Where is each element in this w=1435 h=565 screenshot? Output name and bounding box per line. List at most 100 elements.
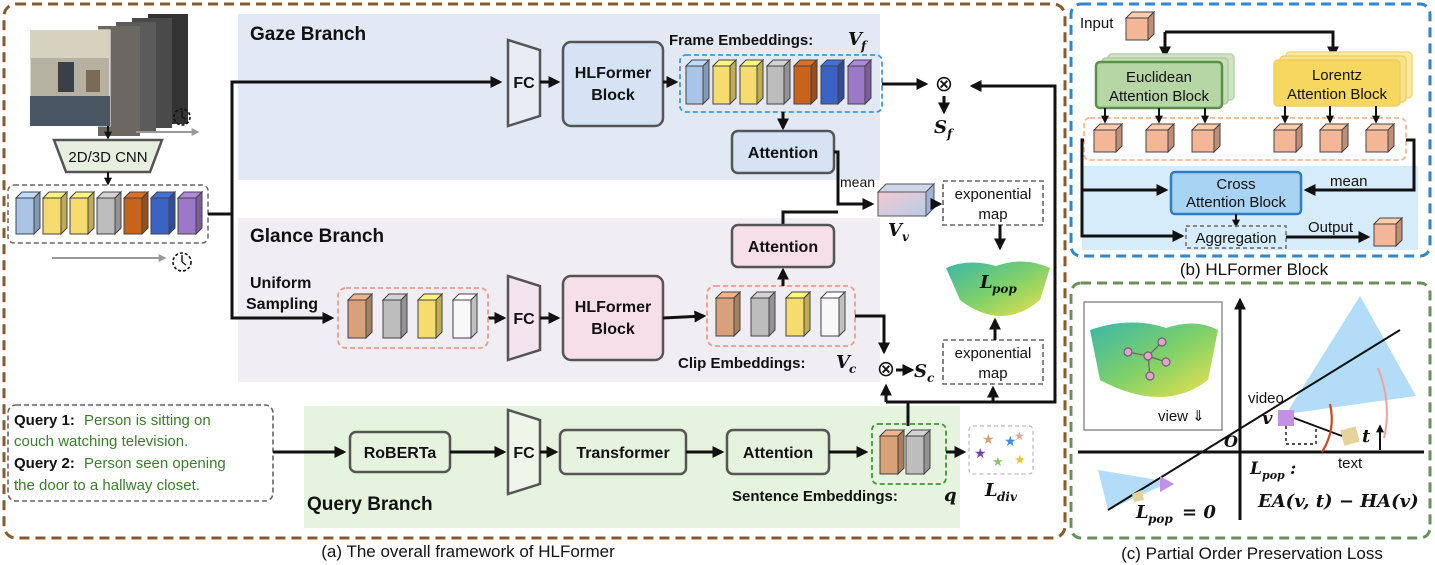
- ldiv-stars-box: [968, 425, 1034, 475]
- feature-cube: [14, 190, 42, 236]
- frame-embedding-cube: [684, 58, 711, 106]
- clock-icon: [172, 252, 192, 272]
- uniform-sampling-line2: Sampling: [246, 296, 318, 313]
- lpop-zero-eq: = 0: [1182, 502, 1216, 523]
- aggregation-label: Aggregation: [1196, 230, 1277, 247]
- lpop-surface: [946, 261, 1050, 316]
- clip-cube: [381, 292, 409, 340]
- cnn-block: [52, 138, 164, 174]
- line-lorentz-mean: [1303, 138, 1416, 196]
- cross-line2: Attention Block: [1186, 194, 1287, 211]
- glance-fc-label: FC: [513, 311, 535, 328]
- hyperbolic-angle-arc: [1321, 403, 1333, 453]
- glance-hlformer-line1: HLFormer: [575, 299, 651, 316]
- query-fc-label: FC: [513, 445, 535, 462]
- transformer-label: Transformer: [576, 445, 669, 462]
- lpop-colon-mark: :: [1290, 459, 1296, 479]
- cross-line1: Cross: [1216, 176, 1255, 193]
- origin-label: O: [1224, 432, 1238, 451]
- frame-embedding-cube: [738, 58, 765, 106]
- sym-q: q: [944, 485, 957, 506]
- roberta-label: RoBERTa: [364, 445, 437, 462]
- uniform-sampling-line1: Uniform: [250, 275, 311, 292]
- sym-ldiv-sub: div: [997, 490, 1018, 504]
- clip-cube: [416, 292, 444, 340]
- query1-text-a: Person is sitting on: [84, 412, 211, 429]
- panel-a-frame: [2, 2, 1067, 540]
- sym-vc-sub: c: [849, 362, 857, 376]
- sym-sf-sub: f: [946, 127, 954, 141]
- branch-output-cube: [1190, 122, 1222, 154]
- exp-map-top: [942, 180, 1044, 226]
- line-input-split: [1165, 30, 1339, 59]
- clip-embedding-cube: [749, 290, 777, 338]
- branch-output-cube: [1272, 122, 1304, 154]
- video-point: [1278, 410, 1294, 426]
- clip-embedding-cubes: [714, 290, 847, 338]
- lorentz-line1: Lorentz: [1312, 67, 1362, 84]
- glance-attention-label: Attention: [748, 239, 818, 256]
- sentence-embeddings-label: Sentence Embeddings:: [732, 488, 898, 505]
- branch-output-cube: [1318, 122, 1350, 154]
- clip-cube: [451, 292, 479, 340]
- clip-cube: [346, 292, 374, 340]
- euclidean-line1: Euclidean: [1126, 69, 1192, 86]
- clip-embeddings-box: [706, 285, 856, 347]
- input-cube: [1124, 10, 1156, 42]
- sym-vv: V: [888, 220, 904, 241]
- input-label: Input: [1080, 15, 1114, 32]
- query-text-box: [7, 404, 274, 502]
- surface-inset-shape: [1090, 322, 1218, 397]
- cnn-label: 2D/3D CNN: [68, 149, 147, 166]
- view-label: view ⇓: [1158, 408, 1205, 425]
- feature-cube: [95, 190, 123, 236]
- exp-map-bottom-line2: map: [978, 365, 1007, 382]
- output-label: Output: [1308, 219, 1354, 236]
- panel-b-frame: [1069, 2, 1432, 258]
- euclid-angle-arc: [1377, 367, 1388, 439]
- v-symbol: v: [1262, 408, 1273, 429]
- clip-embeddings-label: Clip Embeddings:: [678, 355, 806, 372]
- exp-map-top-line1: exponential: [955, 186, 1032, 203]
- feature-cube: [68, 190, 96, 236]
- svg-text:★: ★: [982, 431, 995, 447]
- gaze-fc-block: [506, 38, 542, 128]
- clock-icon: [173, 108, 191, 126]
- sym-vv-sub: v: [902, 230, 910, 244]
- query-fc-block: [506, 408, 542, 496]
- frame-embedding-cubes: [684, 58, 873, 106]
- gaze-hlformer-line1: HLFormer: [575, 65, 651, 82]
- query2-label: Query 2:: [14, 455, 75, 472]
- frame-embeddings-label: Frame Embeddings:: [669, 32, 813, 49]
- sentence-embedding-cube: [904, 428, 932, 476]
- line-to-glance: [230, 214, 335, 324]
- output-cube: [1372, 216, 1404, 248]
- output-cube-shape: [1372, 216, 1404, 248]
- video-frames-image: [29, 14, 188, 136]
- branch-outputs-box: [1083, 117, 1407, 161]
- query1-text-b: couch watching television.: [14, 433, 188, 450]
- video-small-point: [1160, 476, 1174, 492]
- caption-b: (b) HLFormer Block: [1180, 260, 1329, 279]
- arrow-glance-hl-clips: [662, 310, 707, 323]
- video-label: video: [1248, 390, 1284, 407]
- lpop-zero-sub: pop: [1148, 512, 1173, 526]
- line-q-up: [906, 80, 1057, 426]
- svg-text:★: ★: [992, 454, 1004, 469]
- query2-text-b: the door to a hallway closet.: [14, 477, 200, 494]
- line-euclid-to-cross: [1080, 138, 1169, 196]
- gaze-hlformer-line2: Block: [591, 87, 635, 104]
- branch-output-cube: [1364, 122, 1396, 154]
- svg-text:★: ★: [1014, 429, 1025, 443]
- frame-embedding-cube: [765, 58, 792, 106]
- clip-embedding-cube: [819, 290, 847, 338]
- text-label: text: [1338, 455, 1363, 472]
- t-symbol: t: [1362, 426, 1371, 447]
- text-cone-small: [1098, 470, 1170, 510]
- glance-attention-block: [730, 223, 836, 269]
- feature-cube: [149, 190, 177, 236]
- glance-fc-block: [506, 274, 542, 362]
- euclidean-line2: Attention Block: [1109, 88, 1210, 105]
- frame-embeddings-box: [679, 54, 883, 113]
- video-feature-cubes: [14, 190, 204, 236]
